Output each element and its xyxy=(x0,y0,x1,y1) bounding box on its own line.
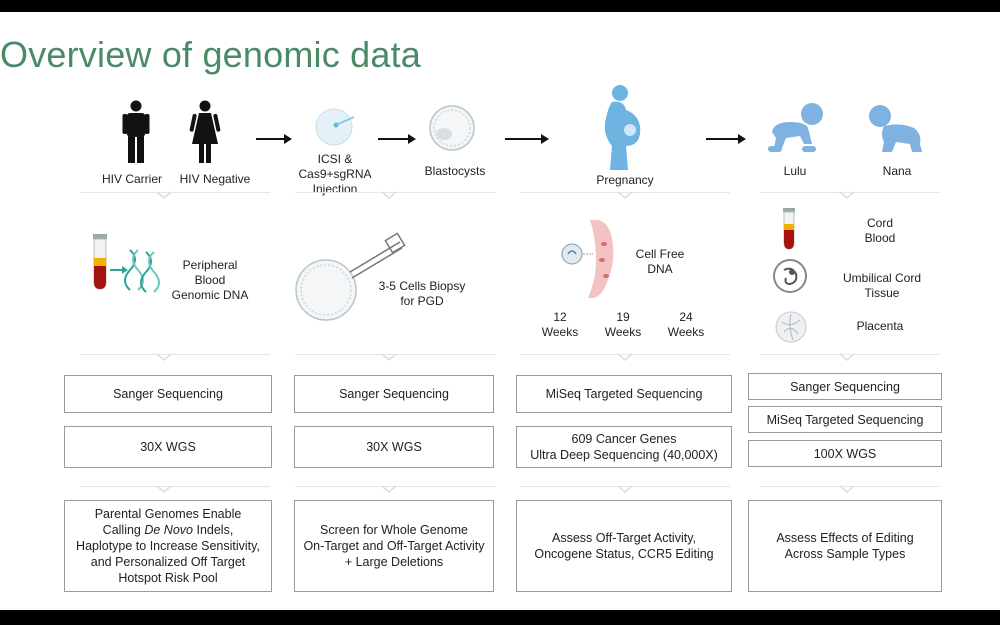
slide: Overview of genomic data HIV Carrier HIV… xyxy=(0,12,1000,610)
col4-miseq-box: MiSeq Targeted Sequencing xyxy=(748,406,942,433)
cord-blood-label: Cord Blood xyxy=(864,216,896,245)
biopsy-pipette-icon xyxy=(295,232,406,321)
col4-wgs-box: 100X WGS xyxy=(748,440,942,467)
chevron-down-icon xyxy=(156,485,172,493)
chevron-down-icon xyxy=(156,191,172,199)
col2-sanger-box: Sanger Sequencing xyxy=(294,375,494,413)
umbilical-cord-icon xyxy=(773,259,807,293)
pregnancy-icon xyxy=(604,85,641,170)
chevron-down-icon xyxy=(381,353,397,361)
divider xyxy=(520,486,730,487)
divider xyxy=(80,354,270,355)
col1-wgs-box: 30X WGS xyxy=(64,426,272,468)
divider xyxy=(760,486,940,487)
blood-tube-icon xyxy=(93,234,107,290)
dna-icon xyxy=(124,249,160,293)
baby-nana-icon xyxy=(869,105,922,152)
col4-sanger-box: Sanger Sequencing xyxy=(748,373,942,400)
chevron-down-icon xyxy=(839,485,855,493)
baby-lulu-icon xyxy=(768,103,823,152)
divider xyxy=(520,354,730,355)
hiv-carrier-label: HIV Carrier xyxy=(101,172,162,186)
col3-analysis-box: Assess Off-Target Activity, Oncogene Sta… xyxy=(516,500,732,592)
arrow-icon xyxy=(505,134,549,144)
pregnancy-label: Pregnancy xyxy=(596,173,654,187)
blastocysts-label: Blastocysts xyxy=(424,164,486,178)
col3-cancer-genes-box: 609 Cancer Genes Ultra Deep Sequencing (… xyxy=(516,426,732,468)
placenta-icon xyxy=(775,311,807,343)
chevron-down-icon xyxy=(839,191,855,199)
col3-miseq-box: MiSeq Targeted Sequencing xyxy=(516,375,732,413)
man-icon xyxy=(122,100,150,163)
col2-analysis-box: Screen for Whole Genome On-Target and Of… xyxy=(294,500,494,592)
woman-icon xyxy=(189,100,221,163)
injection-label: ICSI & Cas9+sgRNA Injection xyxy=(298,152,372,196)
week-19-label: 19 Weeks xyxy=(604,310,642,339)
chevron-down-icon xyxy=(617,485,633,493)
placenta-label: Placenta xyxy=(856,319,904,333)
page-title: Overview of genomic data xyxy=(0,34,421,75)
col2-wgs-box: 30X WGS xyxy=(294,426,494,468)
week-12-label: 12 Weeks xyxy=(541,310,579,339)
col1-analysis-box: Parental Genomes Enable Calling De Novo … xyxy=(64,500,272,592)
chevron-down-icon xyxy=(156,353,172,361)
chevron-down-icon xyxy=(381,191,397,199)
divider xyxy=(760,354,940,355)
arrow-right-icon xyxy=(110,266,128,274)
lulu-label: Lulu xyxy=(783,164,807,178)
cord-blood-tube-icon xyxy=(783,208,795,250)
cell-free-dna-label: Cell Free DNA xyxy=(635,247,685,276)
hiv-negative-label: HIV Negative xyxy=(179,172,251,186)
cell-free-dna-icon xyxy=(561,220,614,298)
biopsy-label: 3-5 Cells Biopsy for PGD xyxy=(378,279,466,308)
week-24-label: 24 Weeks xyxy=(667,310,705,339)
arrow-icon xyxy=(256,134,292,144)
divider xyxy=(80,486,270,487)
arrow-icon xyxy=(706,134,746,144)
umbilical-cord-label: Umbilical Cord Tissue xyxy=(842,271,922,300)
col1-sanger-box: Sanger Sequencing xyxy=(64,375,272,413)
chevron-down-icon xyxy=(617,191,633,199)
divider xyxy=(80,192,270,193)
peripheral-blood-label: Peripheral Blood Genomic DNA xyxy=(171,258,249,302)
arrow-icon xyxy=(378,134,416,144)
divider xyxy=(760,192,940,193)
col4-analysis-box: Assess Effects of Editing Across Sample … xyxy=(748,500,942,592)
icsi-cell-icon xyxy=(315,108,355,146)
nana-label: Nana xyxy=(882,164,912,178)
chevron-down-icon xyxy=(381,485,397,493)
blastocyst-icon xyxy=(429,105,475,151)
divider xyxy=(520,192,730,193)
chevron-down-icon xyxy=(617,353,633,361)
chevron-down-icon xyxy=(839,353,855,361)
